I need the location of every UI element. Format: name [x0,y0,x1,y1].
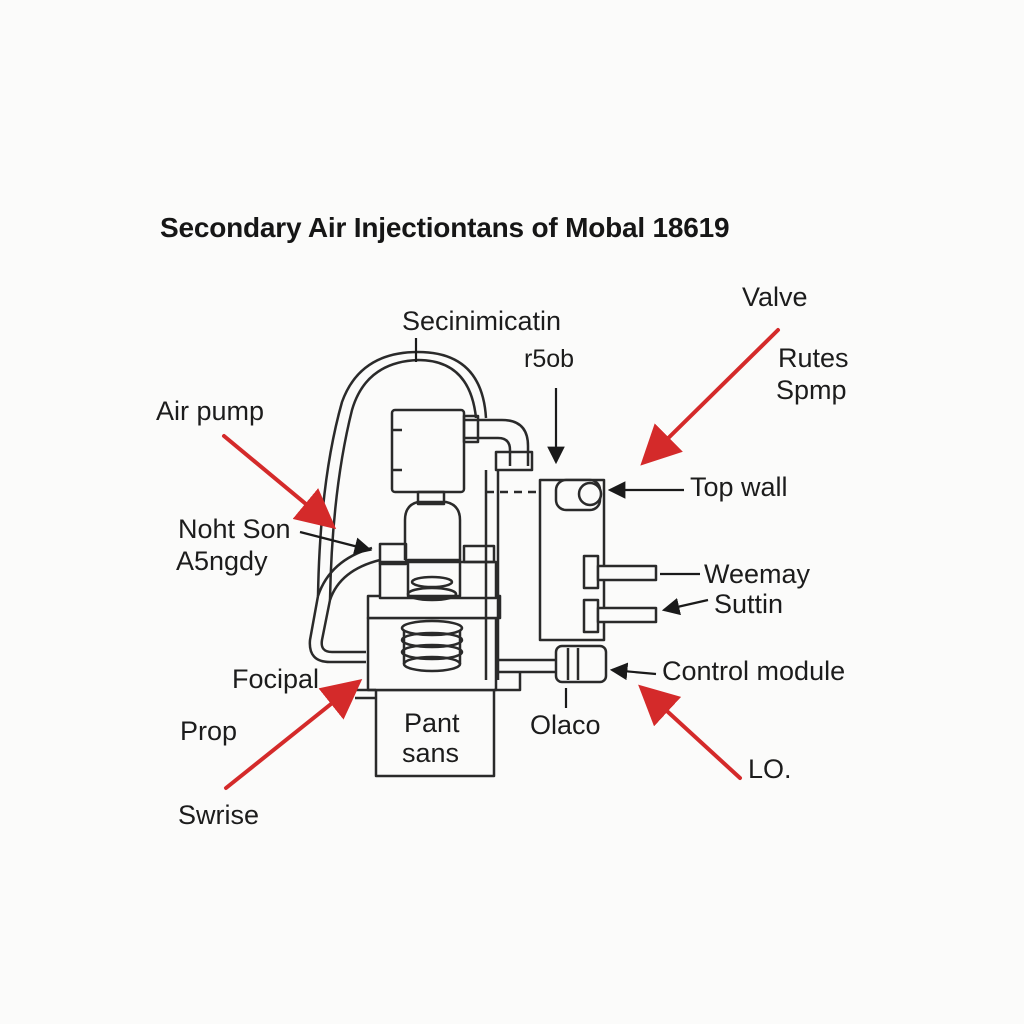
label-suttin: Suttin [714,589,784,619]
pump-body [378,560,498,600]
leader-lines [299,338,709,708]
label-prop: Prop [180,716,238,746]
diagram-title: Secondary Air Injectiontans of Mobal 186… [160,212,730,243]
spring-coil [400,619,464,673]
base-box [374,688,496,778]
label-olaco: Olaco [530,710,601,740]
machine-drawing [308,350,658,778]
red-arrows [222,328,780,790]
pulley-section [406,558,462,598]
lower-housing [366,616,498,692]
label-rutes: Rutes [778,343,849,373]
label-valve: Valve [742,282,808,312]
red-arrow-focipal [224,679,363,790]
hose-loop [320,558,381,654]
label-swrise: Swrise [178,800,260,830]
leader-control-module [609,662,657,681]
motor-box [390,408,466,494]
control-module-part [554,644,608,684]
red-arrow-air-pump [222,434,337,530]
red-arrow-valve [640,328,780,466]
label-control-module: Control module [662,656,846,686]
label-r5ob: r5ob [524,345,575,373]
leader-noht-son [299,530,373,555]
label-spmp: Spmp [776,375,847,405]
label-pant: Pant [404,708,460,738]
label-secinimicatin: Secinimicatin [402,306,562,336]
red-arrow-lo [638,684,742,780]
cylinder [403,500,462,560]
label-noht-son: Noht Son [178,514,291,544]
label-top-wall: Top wall [690,472,788,502]
leader-suttin [661,598,709,616]
label-air-pump: Air pump [156,396,265,426]
label-a5ngdy: A5ngdy [176,546,268,576]
label-focipal: Focipal [232,664,320,694]
label-lo: LO. [748,754,792,784]
label-sans: sans [402,738,460,768]
label-weemay: Weemay [704,559,811,589]
